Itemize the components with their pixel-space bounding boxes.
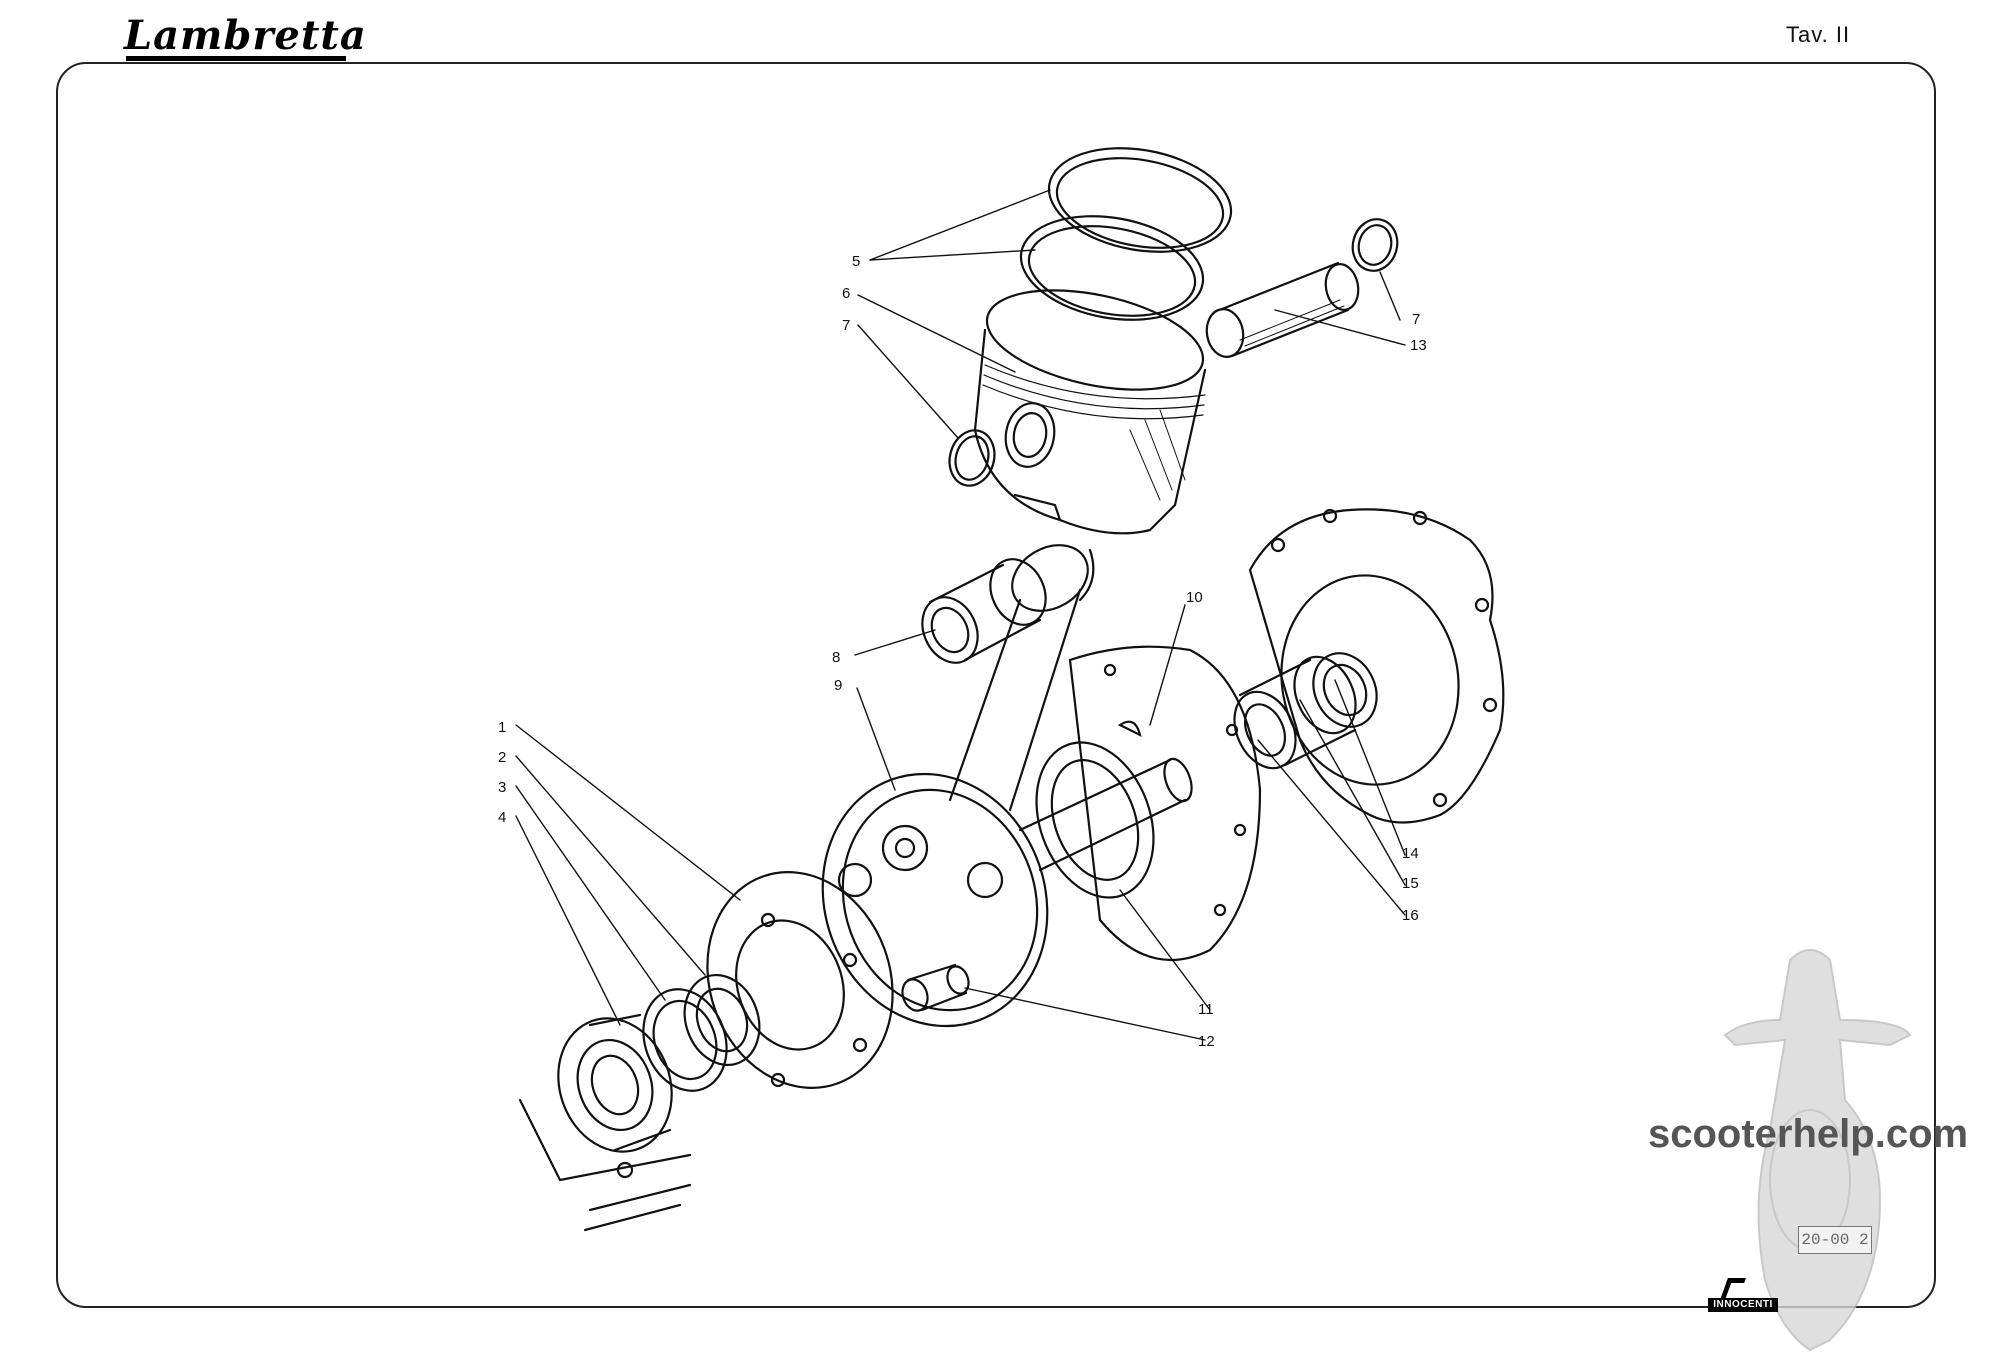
maker-logo: INNOCENTI <box>1708 1298 1778 1312</box>
callout-16: 16 <box>1402 907 1419 924</box>
callout-4: 4 <box>498 809 506 826</box>
callout-13: 13 <box>1410 337 1427 354</box>
ball-bearing-left <box>557 1013 673 1153</box>
piston <box>973 289 1207 535</box>
callout-7-left: 7 <box>842 317 850 334</box>
callout-5: 5 <box>852 253 860 270</box>
callout-14: 14 <box>1402 845 1419 862</box>
callout-12: 12 <box>1198 1033 1215 1050</box>
callout-7-right: 7 <box>1412 311 1420 328</box>
callout-2: 2 <box>498 749 506 766</box>
watermark-code: 20-00 2 <box>1798 1226 1872 1254</box>
callout-10: 10 <box>1186 589 1203 606</box>
callout-1: 1 <box>498 719 506 736</box>
main-bearing-right <box>1233 655 1357 770</box>
brand-logo-underline <box>126 56 346 61</box>
bearing-housing <box>706 871 894 1089</box>
circlip-left <box>948 429 996 487</box>
gasket-plate <box>1068 645 1262 962</box>
crankcase-cover <box>1248 508 1505 824</box>
plate-number: Tav. II <box>1786 22 1851 47</box>
watermark-site: scooterhelp.com <box>1648 1112 1969 1156</box>
callout-8: 8 <box>832 649 840 666</box>
callout-11: 11 <box>1198 1001 1214 1018</box>
needle-bearing <box>921 558 1047 664</box>
callout-3: 3 <box>498 779 506 796</box>
brand-logo: Lambretta <box>124 12 367 59</box>
callout-labels: 1 2 3 4 5 6 7 8 9 10 11 12 13 7 14 15 16 <box>498 253 1427 1050</box>
support-fixture <box>518 1098 692 1232</box>
circlip-right <box>1351 218 1399 272</box>
oil-seal-right <box>1312 652 1378 728</box>
crankshaft <box>821 741 1193 1028</box>
callout-6: 6 <box>842 285 850 302</box>
drawing-frame <box>56 62 1936 1308</box>
oil-seal-left <box>683 973 761 1067</box>
connecting-rod <box>948 544 1095 812</box>
crank-pin <box>901 963 970 1012</box>
spacer-ring <box>642 988 728 1092</box>
gudgeon-pin <box>1205 261 1360 358</box>
leader-lines <box>515 189 1406 1041</box>
callout-9: 9 <box>834 677 842 694</box>
piston-rings <box>1019 147 1233 321</box>
callout-15: 15 <box>1402 875 1419 892</box>
